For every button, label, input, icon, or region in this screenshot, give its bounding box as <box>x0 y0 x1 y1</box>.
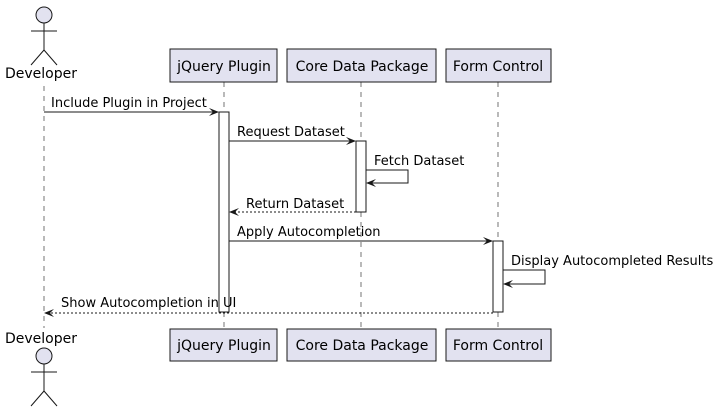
actor-label: Developer <box>5 331 77 347</box>
message-apply-autocompletion: Apply Autocompletion <box>229 225 493 245</box>
message-label: Return Dataset <box>246 197 344 212</box>
message-label: Include Plugin in Project <box>51 96 207 111</box>
participant-box <box>286 48 437 83</box>
message-include-plugin: Include Plugin in Project <box>44 96 219 116</box>
participant-label: Core Data Package <box>296 338 429 354</box>
activation-core-data-package <box>355 140 367 213</box>
participant-form-control-bottom: Form Control <box>445 328 552 362</box>
activation-form-control <box>492 240 504 313</box>
actor-developer-top: Developer <box>5 6 77 82</box>
actor-developer-bottom: Developer <box>5 331 77 407</box>
participant-label: Core Data Package <box>296 59 429 75</box>
message-return-dataset: Return Dataset <box>229 197 356 216</box>
message-show-autocompletion: Show Autocompletion in UI <box>44 296 493 317</box>
message-display-results: Display Autocompleted Results <box>503 254 714 288</box>
activation-jquery-plugin <box>218 111 230 313</box>
participant-jquery-plugin-top: jQuery Plugin <box>169 48 278 83</box>
participant-core-data-package-top: Core Data Package <box>286 48 437 83</box>
participant-box <box>445 328 552 362</box>
message-label: Request Dataset <box>237 125 345 140</box>
participant-box <box>169 48 278 83</box>
actor-icon <box>30 6 58 66</box>
message-fetch-dataset: Fetch Dataset <box>366 154 464 187</box>
participant-label: jQuery Plugin <box>176 59 271 75</box>
participant-box <box>286 328 437 362</box>
actor-icon <box>30 347 58 407</box>
message-label: Apply Autocompletion <box>237 225 381 240</box>
participant-box <box>445 48 552 83</box>
participant-label: Form Control <box>453 338 543 354</box>
message-arrow <box>366 169 409 187</box>
actor-label: Developer <box>5 66 77 82</box>
message-request-dataset: Request Dataset <box>229 125 356 145</box>
participant-core-data-package-bottom: Core Data Package <box>286 328 437 362</box>
message-label: Show Autocompletion in UI <box>61 296 236 311</box>
message-label: Display Autocompleted Results <box>511 254 714 269</box>
participant-jquery-plugin-bottom: jQuery Plugin <box>169 328 278 362</box>
participant-box <box>169 328 278 362</box>
message-label: Fetch Dataset <box>374 154 464 169</box>
participant-label: jQuery Plugin <box>176 338 271 354</box>
participant-label: Form Control <box>453 59 543 75</box>
participant-form-control-top: Form Control <box>445 48 552 83</box>
message-arrow <box>503 269 546 288</box>
